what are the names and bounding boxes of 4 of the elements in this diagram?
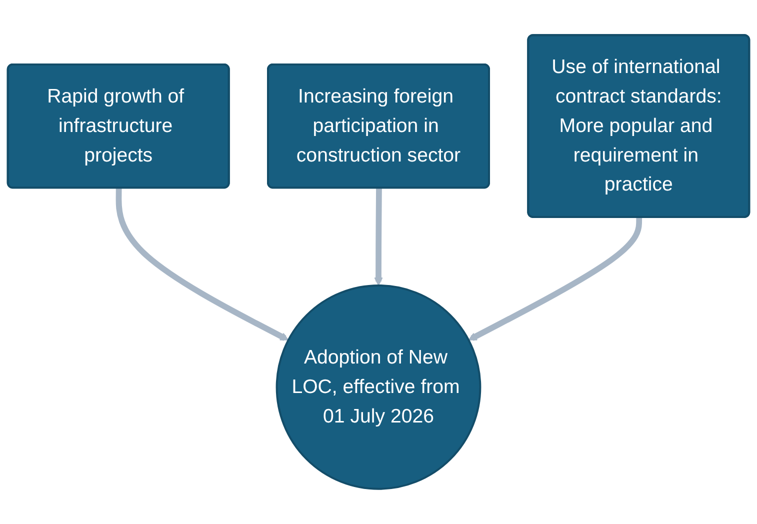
node-circle: Adoption of New LOC, effective from 01 July 2026 [276, 284, 482, 490]
arrow [468, 217, 642, 341]
arrow [374, 188, 383, 286]
arrow [116, 188, 289, 341]
